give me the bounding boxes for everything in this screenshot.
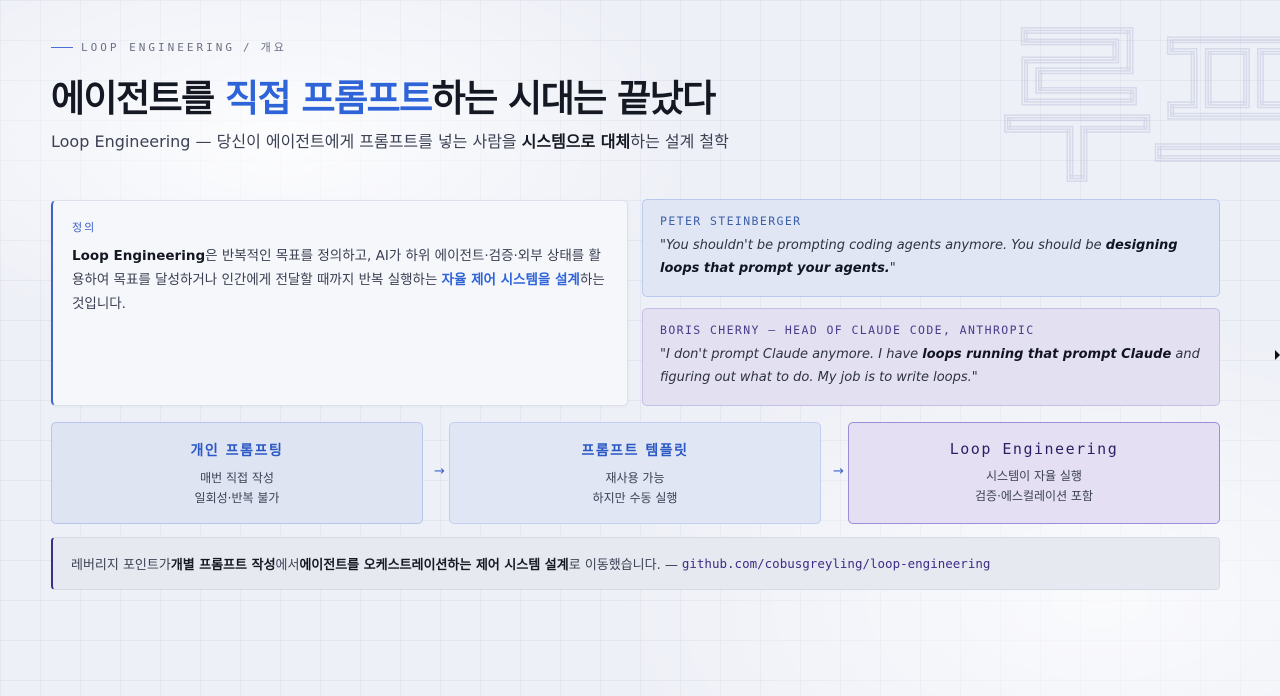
footer-bold-1: 개별 프롬프트 작성 [170,558,276,573]
stage-desc-line-2: 검증·에스컬레이션 포함 [974,489,1094,503]
title-pre: 에이전트를 [51,77,226,120]
quote-text-post: and figuring out what to do. My job is t… [660,347,1200,385]
footer-note: 레버리지 포인트가 개별 프롬프트 작성 에서 에이전트를 오케스트레이션하는 … [51,537,1220,590]
stage-desc-line-2: 하지만 수동 실행 [592,491,678,505]
stage-card-prompt-template: 프롬프트 템플릿 재사용 가능 하지만 수동 실행 [449,422,821,524]
stage-name: Loop Engineering [949,440,1119,458]
stage-desc-line-2: 일회성·반복 불가 [194,491,280,505]
stage-card-loop-engineering: Loop Engineering 시스템이 자율 실행 검증·에스컬레이션 포함 [848,422,1220,524]
page-title: 에이전트를 직접 프롬프트하는 시대는 끝났다 [51,68,717,122]
stage-name: 프롬프트 템플릿 [581,443,689,459]
footer-text-3: 로 이동했습니다. — [568,558,678,573]
breadcrumb: LOOP ENGINEERING / 개요 [51,39,287,55]
mouse-cursor-icon [1275,350,1280,360]
subtitle-bold: 시스템으로 대체 [521,132,631,151]
stage-desc-line-1: 재사용 가능 [605,471,665,485]
stage-desc-line-1: 매번 직접 작성 [200,471,274,485]
arrow-right-icon: → [434,464,445,479]
quote-author: BORIS CHERNY — HEAD OF CLAUDE CODE, ANTH… [660,323,1035,337]
breadcrumb-page: 개요 [260,41,287,54]
arrow-right-icon: → [833,464,844,479]
quote-card-steinberger: PETER STEINBERGER "You shouldn't be prom… [642,199,1220,297]
stage-name: 개인 프롬프팅 [190,443,284,459]
quote-text-bold: designing loops that prompt your agents. [660,238,1178,276]
definition-text-1: 은 반복적인 목표를 정의하고, AI가 하위 에이전트·검증·외부 상태를 활… [72,248,601,288]
quote-text: "I don't prompt Claude anymore. I have l… [660,343,1202,389]
footer-text-2: 에서 [275,558,300,573]
definition-highlight: 자율 제어 시스템을 설계 [441,272,580,288]
definition-term: Loop Engineering [72,248,206,264]
quote-text-post: " [889,261,896,276]
github-link[interactable]: github.com/cobusgreyling/loop-engineerin… [681,556,991,571]
quote-text-pre: "I don't prompt Claude anymore. I have [660,347,923,362]
breadcrumb-section: LOOP ENGINEERING [81,40,235,54]
title-post: 하는 시대는 끝났다 [431,77,717,120]
overview-slide: LOOP ENGINEERING / 개요 에이전트를 직접 프롬프트하는 시대… [51,0,1220,696]
quote-card-cherny: BORIS CHERNY — HEAD OF CLAUDE CODE, ANTH… [642,308,1220,406]
stage-desc-line-1: 시스템이 자율 실행 [986,469,1082,483]
quote-author: PETER STEINBERGER [660,214,802,228]
quote-text: "You shouldn't be prompting coding agent… [660,234,1202,280]
footer-text-1: 레버리지 포인트가 [71,558,171,573]
subtitle-post: 하는 설계 철학 [630,132,729,151]
title-highlight: 직접 프롬프트 [225,77,433,120]
definition-card: 정의 Loop Engineering은 반복적인 목표를 정의하고, AI가 … [51,200,628,406]
definition-label: 정의 [72,221,97,234]
stage-card-personal-prompting: 개인 프롬프팅 매번 직접 작성 일회성·반복 불가 [51,422,423,524]
quote-text-bold: loops running that prompt Claude [922,347,1172,362]
footer-bold-2: 에이전트를 오케스트레이션하는 제어 시스템 설계 [299,558,569,573]
quote-text-pre: "You shouldn't be prompting coding agent… [660,238,1106,253]
subtitle-pre: Loop Engineering — 당신이 에이전트에게 프롬프트를 넣는 사… [51,132,522,151]
page-subtitle: Loop Engineering — 당신이 에이전트에게 프롬프트를 넣는 사… [51,128,741,155]
definition-body: Loop Engineering은 반복적인 목표를 정의하고, AI가 하위 … [72,244,608,316]
eyebrow-rule [51,46,73,48]
definition-text-2: 하는 것입니다. [72,272,605,312]
breadcrumb-separator: / [242,40,253,54]
